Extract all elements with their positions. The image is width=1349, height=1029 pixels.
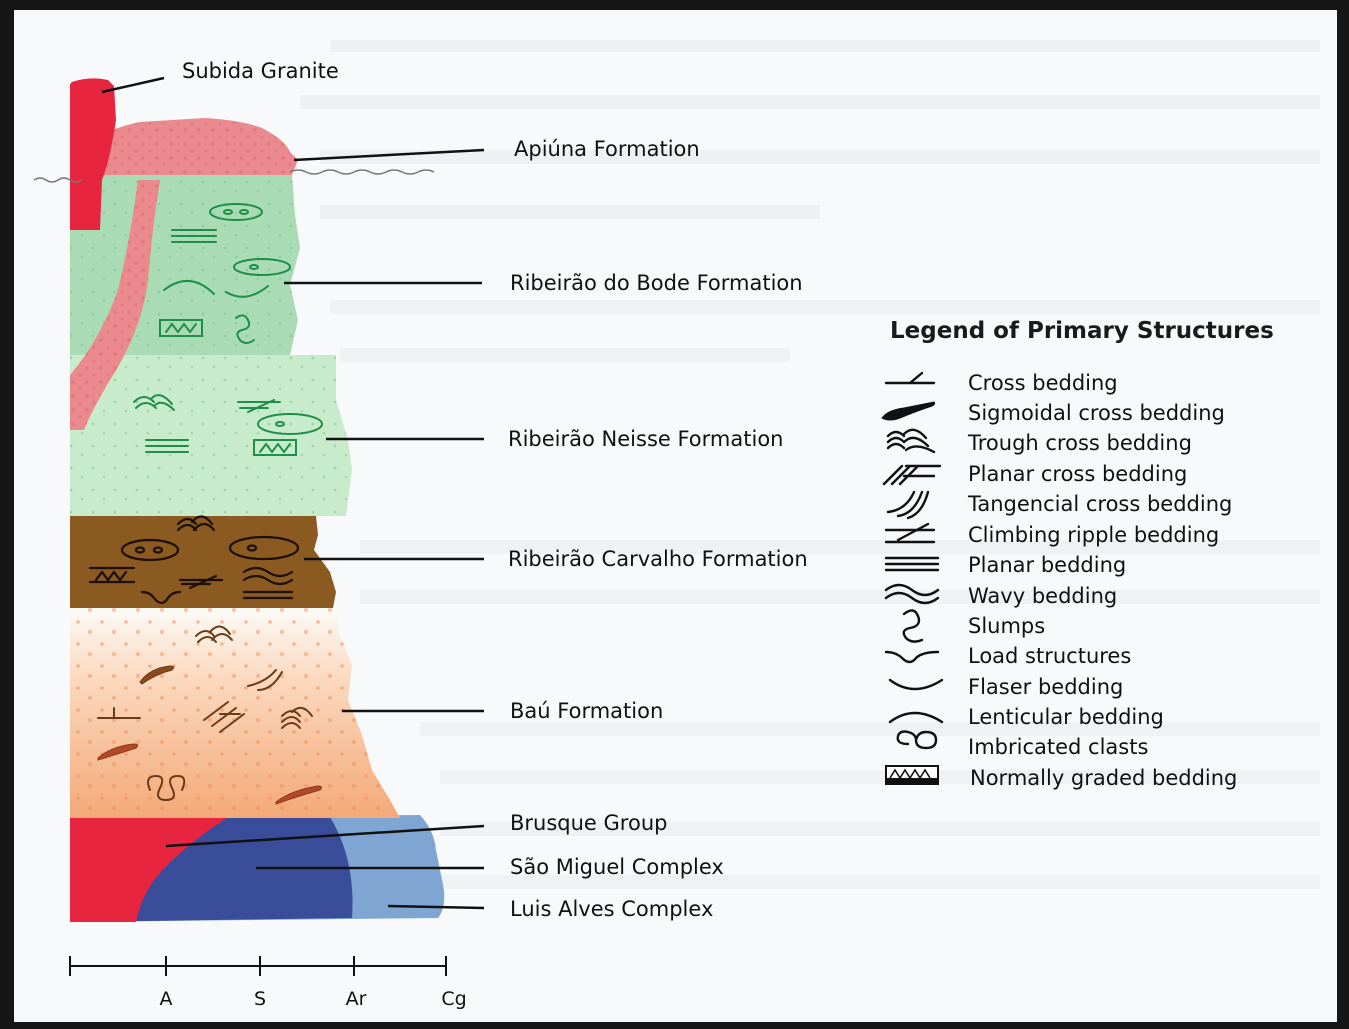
legend-item-label: Planar bedding [968, 553, 1126, 577]
label-ribeirao-do-bode-formation: Ribeirão do Bode Formation [510, 271, 803, 295]
slumps-icon [904, 610, 922, 641]
load-structures-icon [886, 652, 938, 662]
planar-cross-bedding-icon [884, 466, 940, 484]
legend-item-label: Trough cross bedding [967, 431, 1192, 455]
legend-item-label: Wavy bedding [968, 584, 1117, 608]
stratigraphic-column [34, 78, 444, 922]
legend-item-label: Cross bedding [968, 371, 1118, 395]
ribeirao-carvalho-formation-unit [70, 516, 336, 608]
legend-item-label: Planar cross bedding [968, 462, 1187, 486]
paper-page: Subida Granite Apiúna Formation Ribeirão… [14, 10, 1337, 1022]
flaser-bedding-icon [890, 680, 942, 689]
scale-label-ar: Ar [346, 988, 367, 1010]
cross-bedding-icon [886, 373, 934, 383]
label-subida-granite: Subida Granite [182, 59, 339, 83]
lenticular-bedding-icon [890, 713, 942, 722]
label-luis-alves-complex: Luis Alves Complex [510, 897, 713, 921]
legend-item-label: Lenticular bedding [968, 705, 1164, 729]
label-ribeirao-carvalho-formation: Ribeirão Carvalho Formation [508, 547, 808, 571]
legend-item-label: Slumps [968, 614, 1045, 638]
climbing-ripple-bedding-icon [886, 524, 934, 542]
tangencial-cross-bedding-icon [888, 492, 928, 518]
label-apiuna-formation: Apiúna Formation [514, 137, 700, 161]
legend-item-label: Tangencial cross bedding [967, 492, 1232, 516]
label-bau-formation: Baú Formation [510, 699, 663, 723]
planar-bedding-icon [886, 558, 938, 570]
neisse-grain-texture [70, 355, 352, 516]
grain-size-scale: A S Ar Cg [70, 956, 467, 1010]
label-sao-miguel-complex: São Miguel Complex [510, 855, 724, 879]
label-brusque-group: Brusque Group [510, 811, 667, 835]
legend-item-label: Climbing ripple bedding [968, 523, 1219, 547]
scale-label-cg: Cg [441, 988, 466, 1010]
scale-label-a: A [160, 988, 173, 1010]
legend-item-label: Load structures [968, 644, 1131, 668]
trough-cross-bedding-icon [888, 430, 934, 452]
normally-graded-bedding-icon [886, 766, 938, 784]
legend-item-label: Normally graded bedding [970, 766, 1237, 790]
legend-item-label: Imbricated clasts [968, 735, 1148, 759]
scale-label-s: S [254, 988, 266, 1010]
stratigraphic-column-diagram: Subida Granite Apiúna Formation Ribeirão… [14, 10, 1337, 1022]
legend-item-label: Sigmoidal cross bedding [968, 401, 1225, 425]
legend-title: Legend of Primary Structures [890, 318, 1274, 344]
label-ribeirao-neisse-formation: Ribeirão Neisse Formation [508, 427, 783, 451]
sigmoidal-cross-bedding-icon [882, 402, 935, 420]
legend-item-label: Flaser bedding [968, 675, 1123, 699]
